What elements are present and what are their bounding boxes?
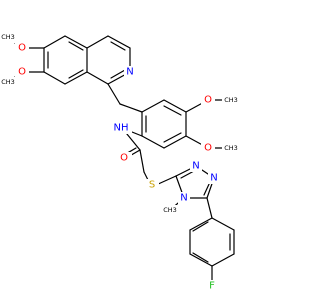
methoxy-oxygen-label: O [204, 95, 212, 106]
methoxy-oxygen-label: O [204, 143, 212, 154]
sulfur-label: S [149, 180, 155, 191]
methyl-label: CH3 [1, 78, 15, 86]
carbonyl-oxygen-label: O [120, 153, 128, 164]
isoquinoline-nitrogen-label: N [126, 67, 133, 78]
methyl-label: CH3 [224, 144, 238, 152]
methoxy-oxygen-label: O [18, 67, 26, 78]
structure-canvas: O CH3 O CH3 N O CH3 O CH3 NH O S N [0, 32, 240, 292]
fluorine-label: F [209, 281, 215, 292]
molecule-structure: O CH3 O CH3 N O CH3 O CH3 NH O S N [0, 32, 240, 292]
amide-nh-label: NH [114, 123, 129, 134]
methyl-label: CH3 [1, 33, 15, 41]
methyl-label: CH3 [224, 96, 238, 104]
methyl-label: CH3 [163, 206, 177, 214]
triazole-nitrogen-label: N [210, 173, 217, 184]
methoxy-oxygen-label: O [18, 43, 26, 54]
triazole-nitrogen-label: N [180, 193, 187, 204]
triazole-nitrogen-label: N [192, 161, 199, 172]
atom-labels: O CH3 O CH3 N O CH3 O CH3 NH O S N [0, 32, 240, 292]
